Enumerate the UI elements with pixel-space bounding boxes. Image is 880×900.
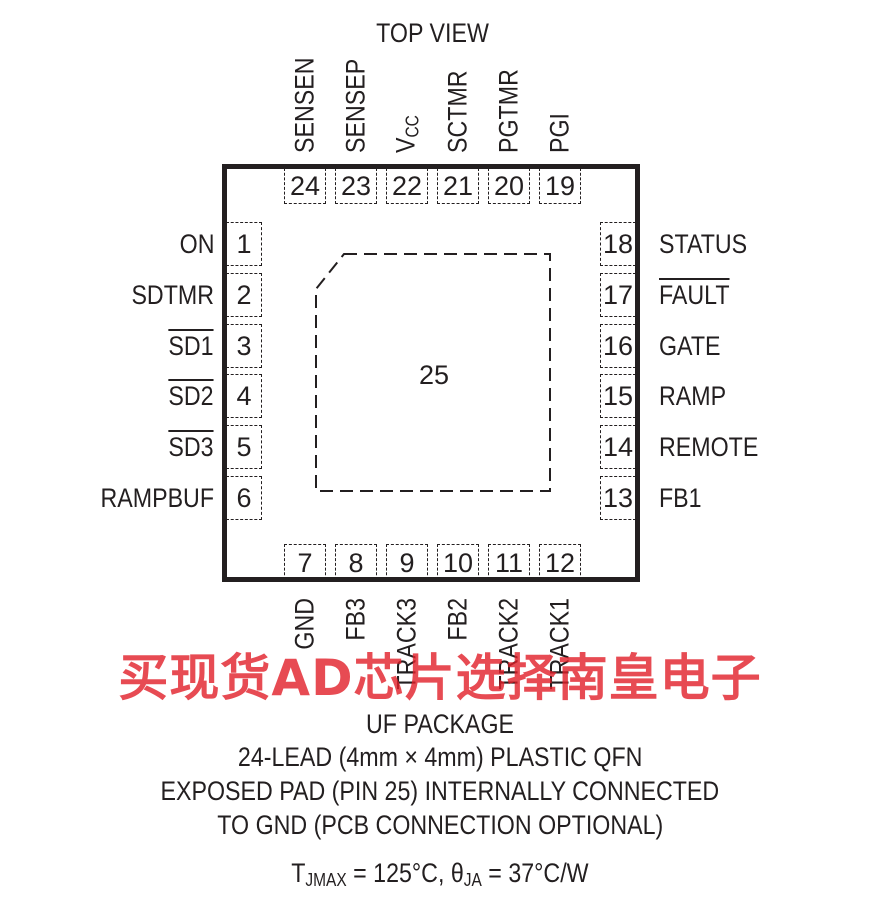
pin-label-5: SD3 <box>168 432 214 463</box>
pin-label-18: STATUS <box>659 229 748 259</box>
pin-pad-8 <box>335 544 377 580</box>
pin-label-3: SD1 <box>168 330 214 361</box>
pin-number-1: 1 <box>236 229 252 259</box>
pin-number-14: 14 <box>602 432 634 463</box>
pin-pad-4 <box>226 374 262 419</box>
pin-number-9: 9 <box>399 548 415 578</box>
pin-label-2: SDTMR <box>131 279 214 310</box>
pin-label-23: SENSEP <box>340 58 371 153</box>
tjmax-value: = 125°C, <box>346 858 451 888</box>
pin-pad-6 <box>226 476 262 520</box>
pin-pad-18 <box>600 222 636 266</box>
pin-number-4: 4 <box>236 381 252 412</box>
package-line-2: 24-LEAD (4mm × 4mm) PLASTIC QFN <box>237 742 643 772</box>
pin-number-17: 17 <box>602 279 634 310</box>
pin-number-18: 18 <box>602 229 634 259</box>
pin-label-15: RAMP <box>659 381 727 412</box>
exposed-pad-number: 25 <box>418 360 450 390</box>
pin-pad-24 <box>284 168 326 204</box>
pin-number-10: 10 <box>442 548 474 578</box>
pin-number-7: 7 <box>297 548 313 578</box>
view-title: TOP VIEW <box>376 18 490 48</box>
pin-pad-16 <box>600 323 636 368</box>
pin-number-3: 3 <box>236 330 252 361</box>
pin-number-13: 13 <box>602 483 634 513</box>
pin-pad-11 <box>488 544 530 580</box>
pin-pad-9 <box>386 544 428 580</box>
package-line-4: TO GND (PCB CONNECTION OPTIONAL) <box>217 810 663 840</box>
pin-pad-21 <box>437 168 479 204</box>
pin-pad-20 <box>488 168 530 204</box>
package-line-3: EXPOSED PAD (PIN 25) INTERNALLY CONNECTE… <box>160 776 720 806</box>
pin-pad-19 <box>539 168 581 204</box>
pin-number-12: 12 <box>544 548 576 578</box>
pin-pad-14 <box>600 425 636 470</box>
pin-pad-3 <box>226 323 262 368</box>
pin-label-14: REMOTE <box>659 432 759 463</box>
pin-number-6: 6 <box>236 483 252 513</box>
pin-pad-2 <box>226 272 262 317</box>
pin-number-20: 20 <box>493 171 525 201</box>
pin-number-19: 19 <box>544 171 576 201</box>
pin-pad-13 <box>600 476 636 520</box>
pin-pad-10 <box>437 544 479 580</box>
pin-label-24: SENSEN <box>289 57 320 153</box>
pin-label-22: VCC <box>390 115 423 153</box>
pin-number-2: 2 <box>236 279 252 310</box>
pin-pad-17 <box>600 272 636 317</box>
pin-number-5: 5 <box>236 432 252 463</box>
tjmax-symbol: T <box>291 858 306 888</box>
package-line-1: UF PACKAGE <box>366 709 514 739</box>
pin-number-21: 21 <box>442 171 474 201</box>
pin-number-8: 8 <box>348 548 364 578</box>
pin-label-19: PGI <box>544 112 575 153</box>
pin-label-6: RAMPBUF <box>100 483 214 513</box>
pin-label-4: SD2 <box>168 381 214 412</box>
watermark-text: 买现货AD芯片选择南皇电子 <box>118 649 762 707</box>
theta-value: = 37°C/W <box>481 858 589 888</box>
pin-number-15: 15 <box>602 381 634 412</box>
pin-number-23: 23 <box>340 171 372 201</box>
pin-label-13: FB1 <box>659 483 702 513</box>
pin-label-20: PGTMR <box>493 69 524 153</box>
pin-pad-7 <box>284 544 326 580</box>
pin-label-17: FAULT <box>659 279 730 310</box>
pin-pad-23 <box>335 168 377 204</box>
pin-number-11: 11 <box>494 548 524 578</box>
theta-symbol: θ <box>450 858 464 888</box>
pin-label-1: ON <box>179 229 214 259</box>
tjmax-subscript: JMAX <box>305 870 347 890</box>
pin-number-24: 24 <box>289 171 321 201</box>
pin-number-22: 22 <box>391 171 423 201</box>
pin-number-16: 16 <box>602 330 634 361</box>
pin-label-21: SCTMR <box>442 70 473 153</box>
pin-pad-15 <box>600 374 636 419</box>
package-outline <box>222 164 640 582</box>
thermal-spec: TJMAX = 125°C, θJA = 37°C/W <box>0 858 880 890</box>
theta-subscript: JA <box>463 870 482 890</box>
pin-pad-22 <box>386 168 428 204</box>
pin-pad-5 <box>226 425 262 470</box>
pin-pad-1 <box>226 222 262 266</box>
pin-label-16: GATE <box>659 330 721 361</box>
pin-pad-12 <box>539 544 581 580</box>
